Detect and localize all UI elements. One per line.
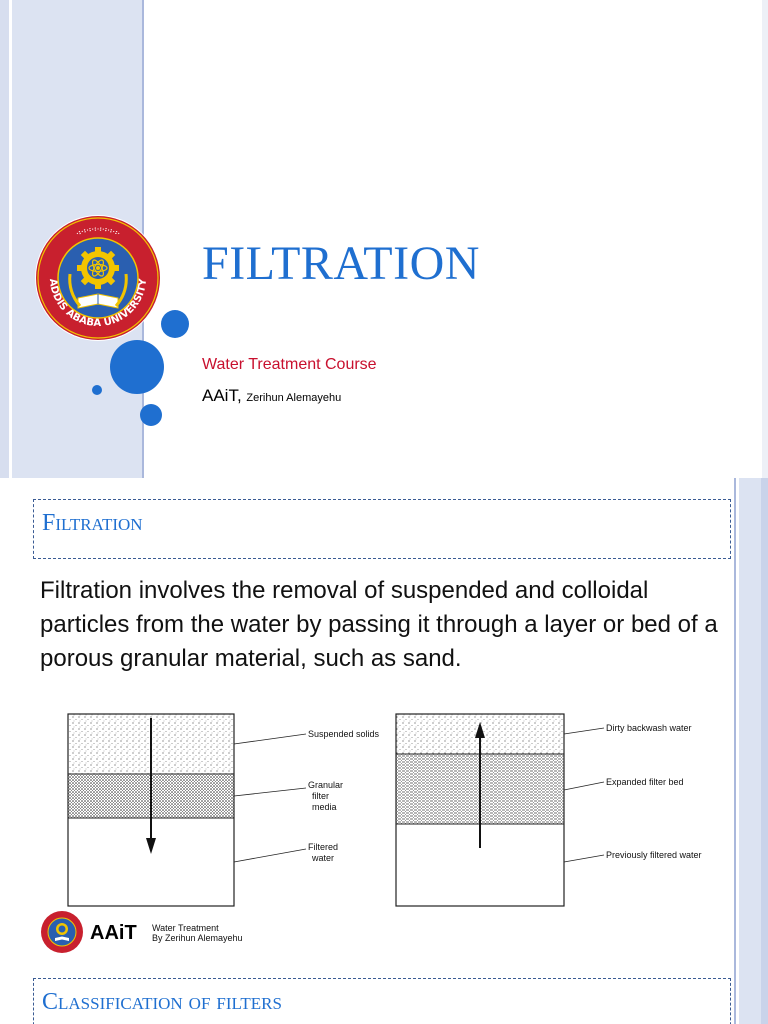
filtration-column xyxy=(67,713,307,907)
svg-text:·፡·፡·፡·፡·፡·፡·፡·፡·: ·፡·፡·፡·፡·፡·፡·፡·፡· xyxy=(74,225,121,240)
title-slide: ADDIS ABABA UNIVERSITY ·፡·፡·፡·፡·፡·፡·፡·፡·… xyxy=(0,0,768,478)
slide-title-box: Filtration xyxy=(33,499,731,559)
institution-label: AAiT, xyxy=(202,386,242,405)
author-name: Zerihun Alemayehu xyxy=(246,392,342,404)
backwash-column xyxy=(395,713,605,907)
decor-strip xyxy=(739,478,761,1024)
footer-brand: AAiT xyxy=(90,922,137,944)
footer-seal-logo xyxy=(41,911,83,953)
label-filtered: Filtered xyxy=(308,842,338,852)
decor-circle xyxy=(161,310,189,338)
label-water: water xyxy=(311,853,334,863)
decor-strip xyxy=(736,478,739,1024)
author-line: AAiT, Zerihun Alemayehu xyxy=(202,386,341,406)
body-paragraph: Filtration involves the removal of suspe… xyxy=(40,577,718,672)
label-media: media xyxy=(312,802,337,812)
slide-heading: Filtration xyxy=(42,510,143,536)
university-seal-logo: ADDIS ABABA UNIVERSITY ·፡·፡·፡·፡·፡·፡·፡·፡· xyxy=(35,215,161,341)
label-granular: Granular xyxy=(308,780,343,790)
label-dirty-backwash: Dirty backwash water xyxy=(606,723,692,733)
decor-circle xyxy=(140,404,162,426)
label-suspended-solids: Suspended solids xyxy=(308,729,380,739)
decor-strip xyxy=(0,0,9,478)
footer-line-1: Water Treatment xyxy=(152,923,219,933)
content-slide: Filtration Filtration involves the remov… xyxy=(0,478,768,1024)
decor-strip xyxy=(761,478,768,1024)
label-expanded-bed: Expanded filter bed xyxy=(606,777,684,787)
decor-circle xyxy=(92,385,102,395)
decor-strip xyxy=(734,478,736,1024)
footer-caption: Water Treatment By Zerihun Alemayehu xyxy=(152,923,243,943)
course-subtitle: Water Treatment Course xyxy=(202,356,377,373)
label-filter: filter xyxy=(312,791,329,801)
decor-strip xyxy=(762,0,768,478)
label-previously-filtered: Previously filtered water xyxy=(606,850,702,860)
decor-circle xyxy=(110,340,164,394)
filtration-diagram: Suspended solids Granular filter media F… xyxy=(54,704,714,910)
decor-strip xyxy=(9,0,12,478)
slide-title: FILTRATION xyxy=(202,237,480,290)
next-slide-title-box: Classification of filters xyxy=(33,978,731,1024)
next-slide-heading: Classification of filters xyxy=(42,989,282,1015)
footer-line-2: By Zerihun Alemayehu xyxy=(152,933,243,943)
